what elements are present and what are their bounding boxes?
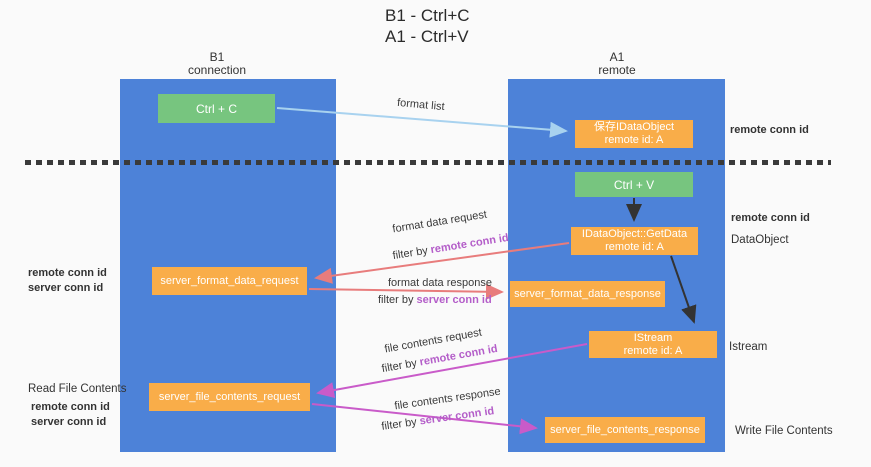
right-column-name: A1 — [609, 50, 625, 64]
format-data-request-label: format data request — [391, 208, 488, 236]
remote-conn-id-label-top: remote conn id — [730, 124, 809, 136]
title-line-1: B1 - Ctrl+C — [385, 6, 470, 25]
ctrl-c-label: Ctrl + C — [195, 101, 237, 116]
left-column-subtitle: connection — [187, 63, 247, 77]
arrow-format-data-response — [308, 283, 504, 300]
read-file-contents-label: Read File Contents — [28, 383, 127, 395]
save-idataobject-box: 保存IDataObject remote id: A — [575, 120, 693, 148]
istream-side-label: Istream — [729, 341, 768, 353]
server-file-contents-response-label: server_file_contents_response — [550, 424, 700, 436]
remote-conn-id-text: remote conn id — [429, 231, 510, 257]
left-column-name: B1 — [209, 50, 225, 64]
getdata-line2: remote id: A — [605, 241, 664, 253]
write-file-contents-label: Write File Contents — [735, 425, 833, 437]
filter-by-text: filter by — [380, 357, 418, 376]
remote-conn-id-label-mid: remote conn id — [731, 212, 810, 224]
server-file-contents-response-box: server_file_contents_response — [545, 417, 705, 443]
server-conn-id-label-bottom-left: server conn id — [31, 416, 107, 428]
right-column-subtitle: remote — [598, 63, 636, 77]
ctrl-v-box: Ctrl + V — [575, 172, 693, 197]
format-list-label: format list — [396, 96, 446, 114]
server-conn-id-label-left: server conn id — [28, 282, 104, 294]
server-file-contents-request-box: server_file_contents_request — [149, 383, 310, 411]
title-line-2: A1 - Ctrl+V — [385, 27, 469, 46]
format-data-request-filter-label: filter byremote conn id — [392, 232, 510, 262]
server-format-data-response-label: server_format_data_response — [514, 288, 661, 300]
save-idataobject-line2: remote id: A — [604, 134, 664, 146]
istream-box: IStream remote id: A — [589, 331, 717, 358]
server-conn-id-text: server conn id — [418, 405, 495, 428]
getdata-line1: IDataObject::GetData — [581, 228, 688, 240]
server-conn-id-text: server conn id — [416, 294, 492, 306]
machine-separator-dashed-line — [25, 160, 831, 165]
diagram-title: B1 - Ctrl+C A1 - Ctrl+V — [385, 5, 470, 47]
dataobject-label: DataObject — [731, 234, 789, 246]
remote-conn-id-label-bottom-left: remote conn id — [31, 401, 110, 413]
ctrl-v-label: Ctrl + V — [613, 177, 655, 192]
server-file-contents-request-label: server_file_contents_request — [158, 391, 301, 403]
format-data-response-label: format data response — [388, 277, 492, 289]
remote-conn-id-label-left: remote conn id — [28, 267, 107, 279]
filter-by-text: filter by — [378, 294, 414, 306]
filter-by-text: filter by — [380, 416, 418, 433]
left-column-header: B1 connection — [117, 51, 317, 77]
right-column-header: A1 remote — [517, 51, 717, 77]
server-format-data-response-box: server_format_data_response — [510, 281, 665, 307]
ctrl-c-box: Ctrl + C — [158, 94, 275, 123]
istream-line1: IStream — [633, 331, 673, 344]
istream-line2: remote id: A — [623, 344, 683, 357]
filter-by-text: filter by — [391, 244, 429, 263]
idataobject-getdata-box: IDataObject::GetData remote id: A — [571, 227, 698, 255]
server-format-data-request-label: server_format_data_request — [160, 275, 299, 287]
save-idataobject-line1: 保存IDataObject — [593, 121, 675, 133]
server-format-data-request-box: server_format_data_request — [152, 267, 307, 295]
